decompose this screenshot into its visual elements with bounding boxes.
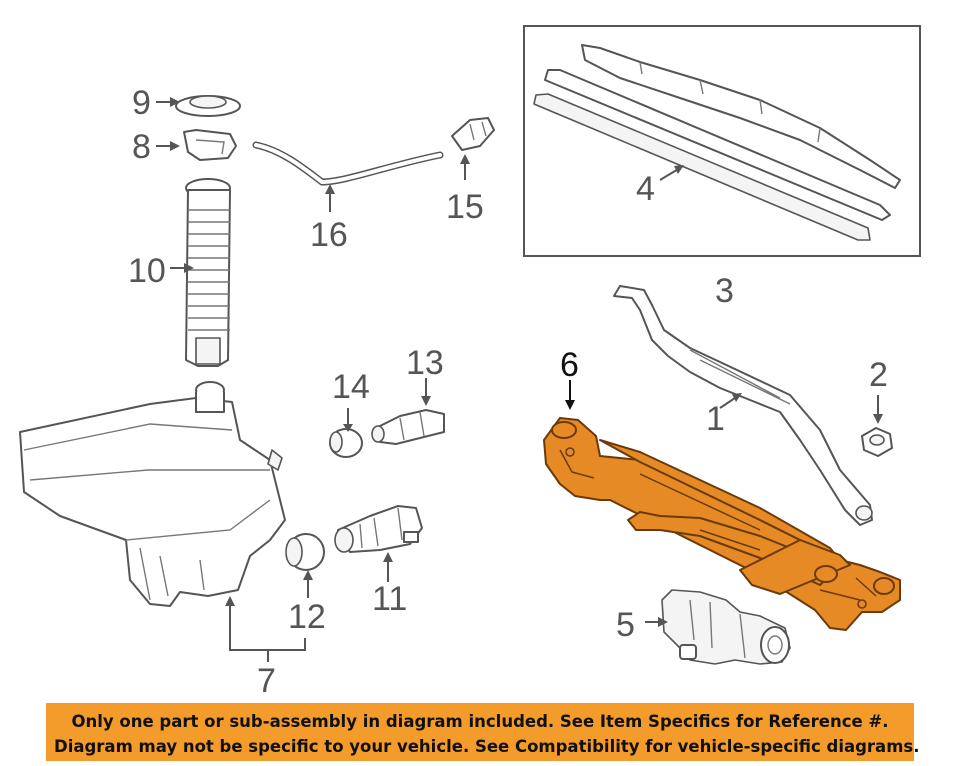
callout-4: 4 [636, 170, 655, 208]
callout-6: 6 [560, 346, 579, 384]
disclaimer-banner: Only one part or sub-assembly in diagram… [46, 703, 920, 761]
callout-3: 3 [715, 272, 734, 310]
wiper-linkage-assembly [543, 417, 901, 631]
washer-nozzle [451, 117, 495, 151]
callout-13: 13 [406, 344, 444, 382]
pump-grommet-upper [329, 428, 363, 458]
callout-11: 11 [372, 580, 407, 618]
disclaimer-line-2: Diagram may not be specific to your vehi… [54, 737, 920, 756]
blade-group-box [523, 25, 921, 257]
washer-hose [252, 141, 444, 186]
callout-9: 9 [132, 84, 151, 122]
callout-14: 14 [332, 368, 370, 406]
washer-reservoir [19, 381, 286, 607]
callout-10: 10 [128, 252, 166, 290]
washer-pump-lower [334, 505, 423, 553]
filler-seal [183, 129, 237, 161]
callout-2: 2 [869, 356, 888, 394]
callout-16: 16 [310, 216, 348, 254]
arm-nut [861, 427, 893, 457]
washer-pump-upper [371, 409, 445, 445]
wiper-blade-assembly [533, 44, 901, 241]
callout-12: 12 [288, 598, 326, 636]
callout-8: 8 [132, 128, 151, 166]
callout-7: 7 [257, 662, 276, 700]
wiper-motor [661, 589, 791, 665]
pump-grommet-lower [285, 533, 325, 571]
callout-5: 5 [616, 606, 635, 644]
callout-1: 1 [706, 400, 725, 438]
wiper-arm [613, 285, 873, 526]
disclaimer-line-1: Only one part or sub-assembly in diagram… [71, 712, 889, 731]
callout-15: 15 [446, 188, 484, 226]
reservoir-cap [175, 95, 241, 117]
filler-neck-hose [185, 178, 231, 367]
